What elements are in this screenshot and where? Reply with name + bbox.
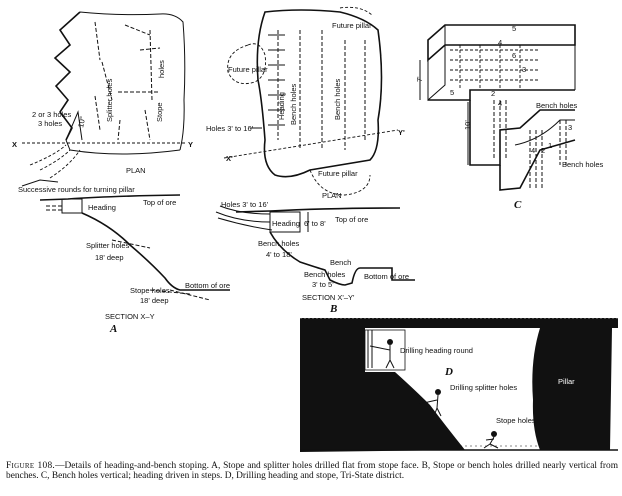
panel-d-scene [300, 317, 618, 452]
label-y: Y [188, 140, 193, 149]
label-splitter-holes: Splitter holes [105, 78, 114, 122]
ore-body-outline-b [256, 9, 383, 178]
label-heading-b: Heading [277, 92, 286, 120]
label-c-10ft: 10' [463, 120, 472, 130]
top-of-ore-b [235, 207, 401, 213]
label-x-prime: X' [226, 154, 233, 163]
caption-text: —Details of heading-and-bench stoping. A… [6, 461, 618, 482]
label-3-holes: 3 holes [38, 119, 62, 128]
label-c-4: 4 [498, 38, 502, 47]
label-c-3b: 3 [568, 123, 572, 132]
label-c-5-top: 5 [512, 24, 516, 33]
panel-c-letter: C [514, 199, 522, 211]
label-holes-3-16-sec: Holes 3' to 16' [221, 200, 269, 209]
label-plan-b: PLAN [322, 191, 342, 200]
label-bench-holes-sec: Bench holes [258, 239, 300, 248]
label-heading-a: Heading [88, 203, 116, 212]
panel-c-isometric [419, 24, 576, 191]
label-x: X [12, 140, 17, 149]
label-stope-holes-a: Stope holes [130, 286, 170, 295]
label-stope: Stope [155, 102, 164, 122]
section-xy-label: SECTION X–Y [105, 312, 155, 321]
label-top-ore-a: Top of ore [143, 198, 176, 207]
future-pillar-bottom-circle [309, 169, 371, 196]
heading-block-b [269, 211, 301, 233]
label-future-pillar-top: Future pillar [332, 21, 372, 30]
label-drilling-heading: Drilling heading round [400, 346, 473, 355]
bench-profile-b [269, 231, 415, 286]
label-holes: holes [157, 60, 166, 78]
bench-step-2 [499, 139, 576, 191]
label-bench-holes-left: Bench holes [289, 83, 298, 125]
label-2-3-holes: 2 or 3 holes [32, 110, 71, 119]
label-plan-a: PLAN [126, 166, 146, 175]
label-successive-rounds: Successive rounds for turning pillar [18, 185, 135, 194]
panel-b-section [215, 205, 415, 286]
label-3-to-5: 3' to 5' [312, 280, 334, 289]
panel-a-letter: A [109, 323, 117, 335]
stope-profile-a [81, 212, 230, 291]
label-18-deep-a: 18' deep [95, 253, 124, 262]
pillar-mass [532, 328, 612, 450]
label-y-prime: Y' [398, 128, 405, 137]
label-bench: Bench [330, 258, 351, 267]
label-c-bench-holes: Bench holes [536, 101, 578, 110]
label-c-bench-holes-2: Bench holes [562, 160, 604, 169]
label-c-7ft: 7' [415, 76, 424, 82]
label-future-pillar-left: Future pillar [228, 65, 268, 74]
label-stope-holes-d: Stope holes [496, 416, 536, 425]
figure-caption: Figure 108.—Details of heading-and-bench… [6, 461, 618, 482]
ore-mass-left [300, 328, 465, 452]
panel-b-plan [223, 6, 399, 196]
label-c-6: 6 [512, 51, 516, 60]
section-xy-prime-label: SECTION X'–Y' [302, 293, 355, 302]
label-c-2: 2 [491, 89, 495, 98]
label-c-5b: 5 [450, 88, 454, 97]
label-holes-3-16: Holes 3' to 16' [206, 124, 254, 133]
label-c-3: 3 [522, 65, 526, 74]
ore-boundary-right [79, 11, 186, 151]
miner-splitter [419, 389, 442, 417]
panel-a-section [39, 194, 230, 301]
label-c-4c: 4' [531, 146, 537, 155]
label-drilling-splitter: Drilling splitter holes [450, 383, 517, 392]
label-c-2b: 2 [541, 146, 545, 155]
heading-block-a [61, 198, 83, 214]
label-heading-b-sec: Heading [272, 219, 300, 228]
stope-face-zigzag [53, 11, 81, 141]
angle-wedge [65, 110, 83, 141]
label-4-to-18: 4' to 18' [266, 250, 292, 259]
label-c-4b: 4 [498, 99, 502, 108]
label-future-pillar-bottom: Future pillar [318, 169, 358, 178]
panel-a-plan [21, 11, 186, 187]
mine-roof [300, 318, 618, 328]
label-angle: 10° [76, 115, 87, 128]
label-bottom-ore-a: Bottom of ore [185, 281, 230, 290]
label-splitter-holes-sec: Splitter holes [86, 241, 130, 250]
label-pillar: Pillar [558, 377, 575, 386]
label-18-deep-b: 18' deep [140, 296, 169, 305]
label-bottom-ore-b: Bottom of ore [364, 272, 409, 281]
figure-number: Figure 108. [6, 461, 56, 471]
plan-base [65, 139, 181, 155]
label-6-to-8: 6' to 8' [304, 219, 326, 228]
miner-stope [483, 431, 499, 449]
label-top-ore-b: Top of ore [335, 215, 368, 224]
panel-b-letter: B [329, 303, 337, 315]
label-bench-holes-2: Bench holes [304, 270, 346, 279]
panel-d-letter: D [444, 366, 453, 378]
label-c-1: 1 [548, 141, 552, 150]
future-pillar-left-circle [227, 43, 266, 85]
section-line-xy-prime [223, 129, 399, 159]
label-bench-holes-right: Bench holes [333, 78, 342, 120]
